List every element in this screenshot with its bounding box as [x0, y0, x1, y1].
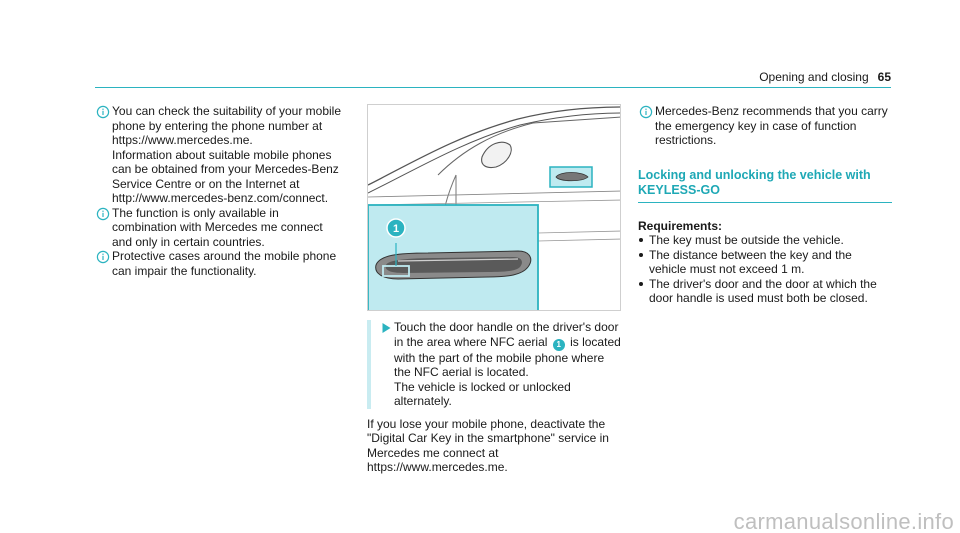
- page-number: 65: [877, 70, 891, 84]
- middle-column: Touch the door handle on the driver's do…: [367, 320, 621, 475]
- step-text-part: Touch the door handle on the driver's do…: [394, 320, 619, 349]
- left-column: You can check the suitability of your mo…: [95, 104, 345, 278]
- info-icon: [96, 207, 110, 220]
- note-availability: The function is only available in combin…: [95, 206, 345, 250]
- list-item: The key must be outside the vehicle.: [638, 233, 892, 248]
- instruction-step: Touch the door handle on the driver's do…: [367, 320, 621, 409]
- section-heading: Locking and unlocking the vehicle with K…: [638, 168, 892, 203]
- note-text: Mercedes-Benz recommends that you carry …: [655, 104, 888, 147]
- page-header: Opening and closing 65: [759, 70, 891, 85]
- right-column: Mercedes-Benz recommends that you carry …: [638, 104, 892, 306]
- callout-marker: [386, 218, 406, 238]
- list-item: The driver's door and the door at which …: [638, 277, 892, 306]
- car-door-drawing: 1: [368, 106, 620, 310]
- step-arrow-icon: [382, 323, 391, 333]
- callout-badge: 1: [552, 338, 565, 351]
- info-icon: [639, 105, 653, 119]
- header-rule: [95, 87, 891, 88]
- callout-number: 1: [393, 223, 399, 235]
- step-result: The vehicle is locked or unlocked altern…: [394, 379, 571, 409]
- lost-phone-paragraph: If you lose your mobile phone, deactivat…: [367, 416, 609, 475]
- info-icon: [96, 105, 110, 119]
- list-item: The distance between the key and the veh…: [638, 248, 892, 277]
- step-text: Touch the door handle on the driver's do…: [394, 320, 621, 409]
- note-protective-cases: Protective cases around the mobile phone…: [95, 249, 345, 278]
- requirements-list: The key must be outside the vehicle. The…: [638, 233, 892, 306]
- requirements-title: Requirements:: [638, 218, 723, 233]
- section-name: Opening and closing: [759, 70, 869, 84]
- note-text: Protective cases around the mobile phone…: [112, 249, 337, 278]
- watermark: carmanualsonline.info: [733, 508, 954, 533]
- note-text: You can check the suitability of your mo…: [112, 104, 342, 205]
- step-text-part: is located with the part of the mobile p…: [394, 334, 621, 380]
- note-emergency-key: Mercedes-Benz recommends that you carry …: [638, 104, 892, 148]
- note-phone-suitability: You can check the suitability of your mo…: [95, 104, 345, 206]
- info-icon: [96, 250, 110, 264]
- door-handle-illustration: 1: [367, 104, 621, 311]
- note-text: The function is only available in combin…: [112, 205, 323, 249]
